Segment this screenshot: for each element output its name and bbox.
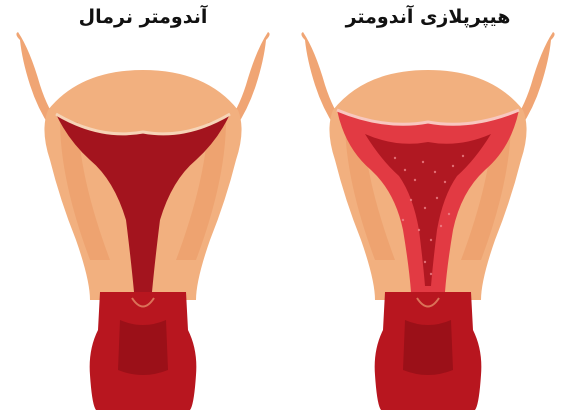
panel-normal-endometrium: آندومتر نرمال — [0, 0, 286, 413]
panel-endometrial-hyperplasia: هیپرپلازی آندومتر — [285, 0, 571, 413]
hyperplasia-uterus-illustration — [285, 30, 571, 410]
label-normal-endometrium: آندومتر نرمال — [0, 6, 286, 28]
label-endometrial-hyperplasia: هیپرپلازی آندومتر — [285, 6, 571, 28]
normal-uterus-illustration — [0, 30, 286, 410]
